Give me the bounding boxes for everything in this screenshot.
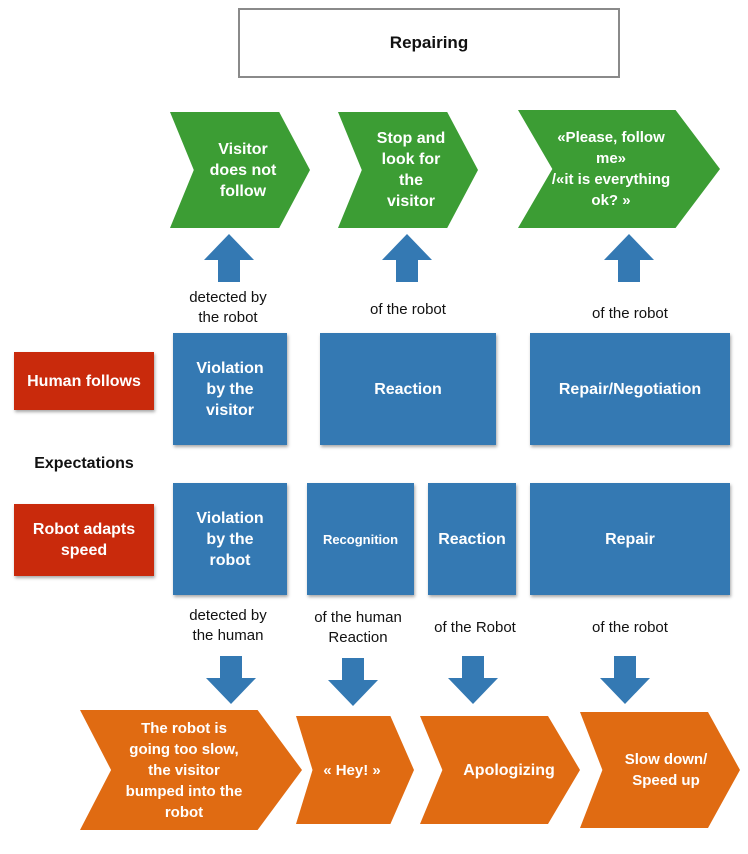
orange-chevron-label: The robot is going too slow, the visitor…	[125, 719, 243, 821]
box-violation-by-robot: Violation by the robot	[173, 483, 287, 595]
note-of-the-robot-repair: of the robot	[592, 619, 668, 636]
orange-chevron-label: Apologizing	[463, 761, 555, 779]
green-chevron-please-follow-me: «Please, follow me» /«it is everything o…	[518, 110, 720, 228]
green-chevron-visitor-does-not-follow: Visitor does not follow	[170, 112, 310, 228]
orange-chevron-apologizing: Apologizing	[420, 716, 580, 824]
box-repair: Repair	[530, 483, 730, 595]
box-reaction-robot: Reaction	[428, 483, 516, 595]
box-label: Recognition	[322, 531, 399, 547]
orange-chevron-hey: « Hey! »	[296, 716, 414, 824]
box-label: Repair/Negotiation	[558, 380, 702, 398]
label-robot-adapts-speed-text: Robot adapts speed	[32, 521, 136, 559]
orange-chevron-slow-down-speed-up: Slow down/ Speed up	[580, 712, 740, 828]
box-label: Violation by the visitor	[196, 359, 264, 419]
down-arrow-icon	[206, 656, 256, 704]
box-label: Repair	[605, 530, 655, 548]
orange-chevron-label: Slow down/ Speed up	[624, 751, 708, 789]
note-of-the-robot: of the robot	[592, 305, 668, 322]
orange-chevron-label: « Hey! »	[323, 761, 381, 779]
green-chevron-stop-and-look: Stop and look for the visitor	[338, 112, 478, 228]
down-arrow-icon	[328, 658, 378, 706]
note-of-the-robot: of the robot	[370, 301, 446, 318]
note-detected-by-the-human: detected by the human	[189, 607, 267, 644]
green-chevron-label: «Please, follow me» /«it is everything o…	[551, 129, 671, 209]
box-label: Reaction	[374, 380, 442, 398]
orange-chevron-robot-too-slow: The robot is going too slow, the visitor…	[80, 710, 302, 830]
note-detected-by-the-robot: detected by the robot	[189, 289, 267, 326]
down-arrow-icon	[448, 656, 498, 704]
down-arrow-icon	[600, 656, 650, 704]
note-of-the-robot-reaction: of the Robot	[434, 619, 516, 636]
box-violation-by-visitor: Violation by the visitor	[173, 333, 287, 445]
green-chevron-label: Visitor does not follow	[209, 140, 277, 200]
diagram-title: Repairing	[238, 8, 620, 78]
note-of-the-human-reaction: of the human Reaction	[314, 609, 402, 646]
box-label: Violation by the robot	[196, 509, 264, 569]
label-human-follows: Human follows	[14, 352, 154, 410]
up-arrow-icon	[204, 234, 254, 282]
label-robot-adapts-speed: Robot adapts speed	[14, 504, 154, 576]
box-recognition: Recognition	[307, 483, 414, 595]
up-arrow-icon	[382, 234, 432, 282]
green-chevron-label: Stop and look for the visitor	[376, 130, 446, 210]
label-expectations: Expectations	[34, 455, 134, 472]
up-arrow-icon	[604, 234, 654, 282]
box-repair-negotiation: Repair/Negotiation	[530, 333, 730, 445]
label-human-follows-text: Human follows	[27, 372, 141, 390]
box-reaction: Reaction	[320, 333, 496, 445]
box-label: Reaction	[438, 530, 506, 548]
